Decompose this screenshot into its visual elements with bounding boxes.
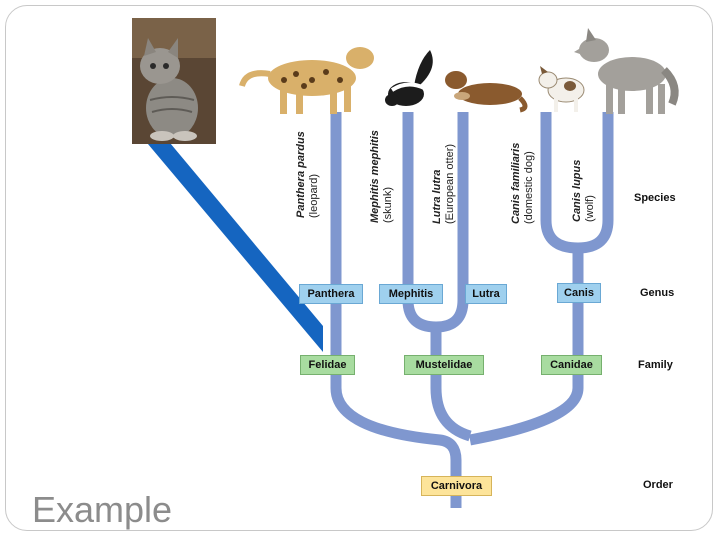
skunk-illustration: [385, 50, 433, 106]
genus-lutra: Lutra: [465, 284, 507, 304]
leopard-illustration: [239, 47, 374, 114]
wolf-illustration: [574, 28, 679, 114]
species-otter-scientific: Lutra lutra: [431, 169, 443, 224]
genus-mephitis: Mephitis: [379, 284, 443, 304]
species-label-wolf: Canis lupus (wolf): [571, 160, 597, 222]
species-wolf-scientific: Canis lupus: [571, 159, 583, 222]
slide-caption: Example: [32, 489, 173, 530]
species-leopard-scientific: Panthera pardus: [295, 131, 307, 218]
rank-species: Species: [634, 192, 676, 204]
order-carnivora: Carnivora: [421, 476, 492, 496]
species-otter-common: (European otter): [444, 143, 456, 224]
rank-family: Family: [638, 359, 673, 371]
family-mustelidae: Mustelidae: [404, 355, 484, 375]
family-canidae: Canidae: [541, 355, 602, 375]
branch-leopard: [330, 112, 462, 508]
branch-mustelidae: [430, 327, 472, 442]
species-skunk-scientific: Mephitis mephitis: [369, 130, 381, 223]
species-label-otter: Lutra lutra (European otter): [431, 144, 457, 224]
species-label-dog: Canis familiaris (domestic dog): [510, 143, 536, 224]
branch-otter: [435, 112, 469, 333]
pointer-arrow: [137, 131, 323, 352]
species-label-leopard: Panthera pardus (leopard): [295, 131, 321, 218]
kitten-photo: [132, 18, 216, 144]
otter-illustration: [445, 71, 528, 113]
species-wolf-common: (wolf): [584, 195, 596, 222]
rank-order: Order: [643, 479, 673, 491]
species-dog-common: (domestic dog): [523, 151, 535, 224]
branch-wolf: [577, 112, 614, 254]
rank-genus: Genus: [640, 287, 675, 299]
branch-canidae: [468, 248, 584, 446]
slide-frame: [5, 5, 713, 531]
family-felidae: Felidae: [300, 355, 355, 375]
species-skunk-common: (skunk): [382, 186, 394, 223]
genus-panthera: Panthera: [299, 284, 363, 304]
species-leopard-common: (leopard): [308, 173, 320, 218]
species-label-skunk: Mephitis mephitis (skunk): [369, 130, 395, 223]
dog-illustration: [538, 66, 585, 112]
branch-dog: [540, 112, 579, 254]
species-dog-scientific: Canis familiaris: [510, 142, 522, 224]
genus-canis: Canis: [557, 283, 601, 303]
